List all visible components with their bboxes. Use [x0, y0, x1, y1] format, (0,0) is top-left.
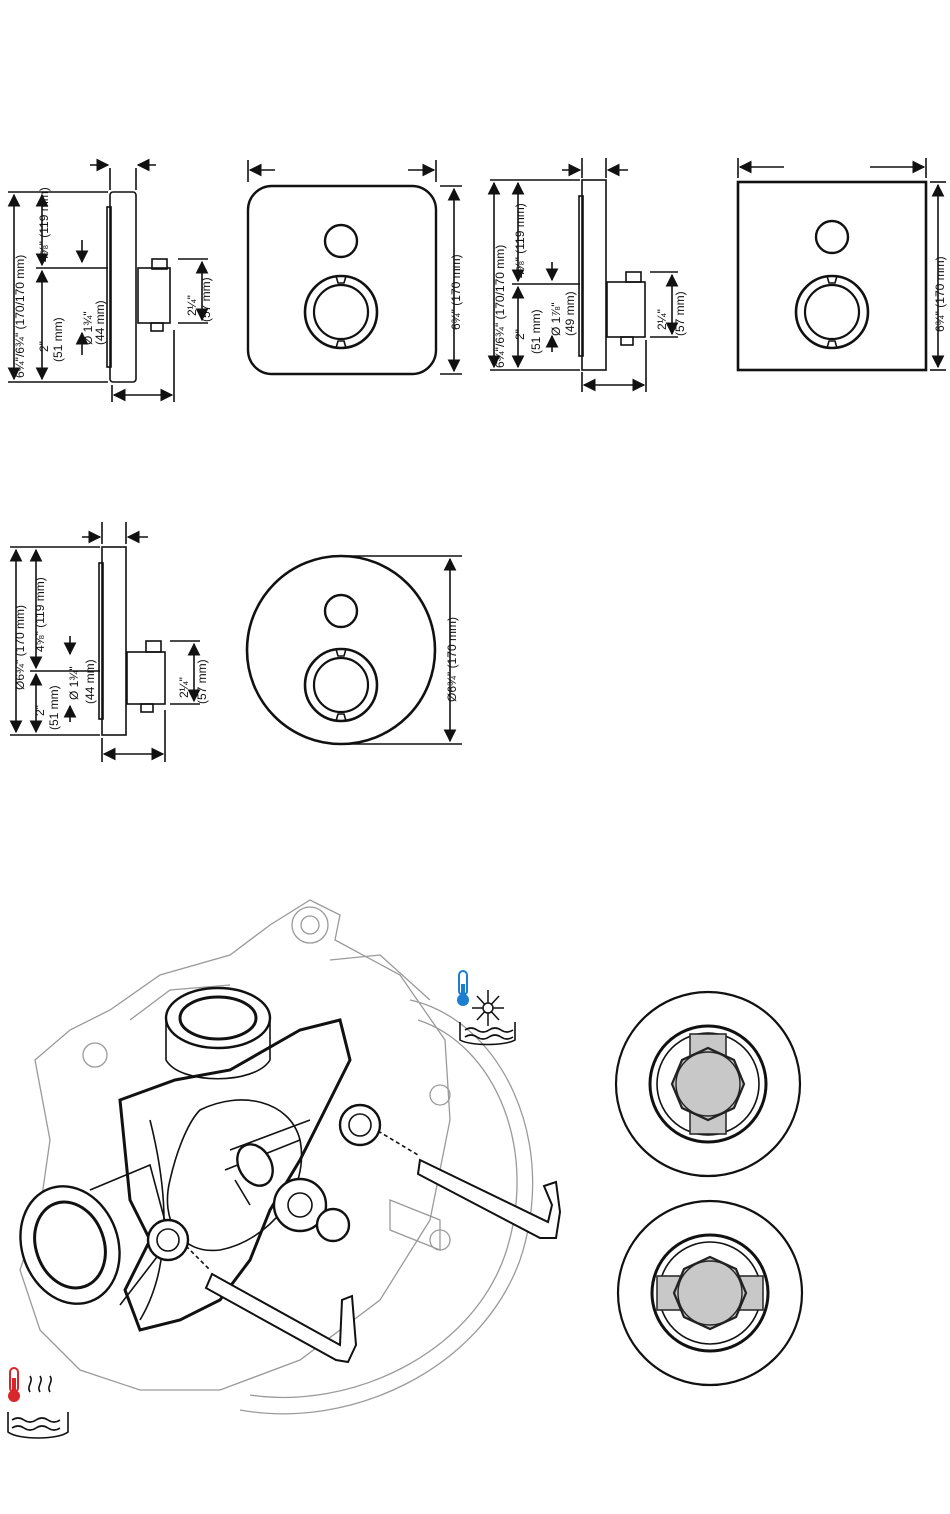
hole-diameter-mm-label: (49 mm) [563, 291, 577, 336]
lower-height-in-label: 2" [33, 705, 47, 716]
body-depth-in-label: 2¼" [177, 677, 191, 698]
body-depth-in-label: 2¼" [185, 295, 199, 316]
hot-water-icon [8, 1368, 68, 1438]
lower-height-in-label: 2" [37, 341, 51, 352]
body-depth-mm-label: (57 mm) [195, 659, 209, 704]
front-view-round [247, 556, 462, 744]
stop-position-horizontal [618, 1201, 802, 1385]
overall-height-label: 6¾"/6¾" (170/170 mm) [13, 255, 27, 378]
hole-diameter-mm-label: (44 mm) [93, 300, 107, 345]
lower-height-mm-label: (51 mm) [47, 685, 61, 730]
front-height-label: 6¾" (170 mm) [933, 256, 947, 332]
upper-height-label: 4⅝" (119 mm) [37, 187, 51, 262]
front-diameter-label: Ø6¾" (170 mm) [445, 617, 459, 702]
overall-diameter-label: Ø6¾" (170 mm) [13, 605, 27, 690]
front-height-label: 6¾" (170 mm) [449, 254, 463, 330]
front-view-square-rounded [248, 160, 462, 374]
upper-height-label: 4⅝" (119 mm) [33, 577, 47, 652]
valve-body-illustration [4, 900, 560, 1414]
hole-diameter-mm-label: (44 mm) [83, 659, 97, 704]
cold-water-icon [457, 971, 515, 1045]
upper-height-label: 4⅝" (119 mm) [513, 203, 527, 278]
hole-diameter-in-label: Ø 1¾" [67, 666, 81, 700]
overall-height-label: 6¾"/6¾" (170/170 mm) [493, 245, 507, 368]
body-depth-in-label: 2¼" [655, 309, 669, 330]
stop-position-vertical [616, 992, 800, 1176]
body-depth-mm-label: (57 mm) [673, 291, 687, 336]
lower-height-mm-label: (51 mm) [529, 309, 543, 354]
lower-height-mm-label: (51 mm) [51, 317, 65, 362]
body-depth-mm-label: (57 mm) [199, 277, 213, 322]
lower-height-in-label: 2" [513, 329, 527, 340]
hole-diameter-in-label: Ø 1⅞" [549, 302, 563, 336]
front-view-square-sharp [738, 158, 946, 370]
